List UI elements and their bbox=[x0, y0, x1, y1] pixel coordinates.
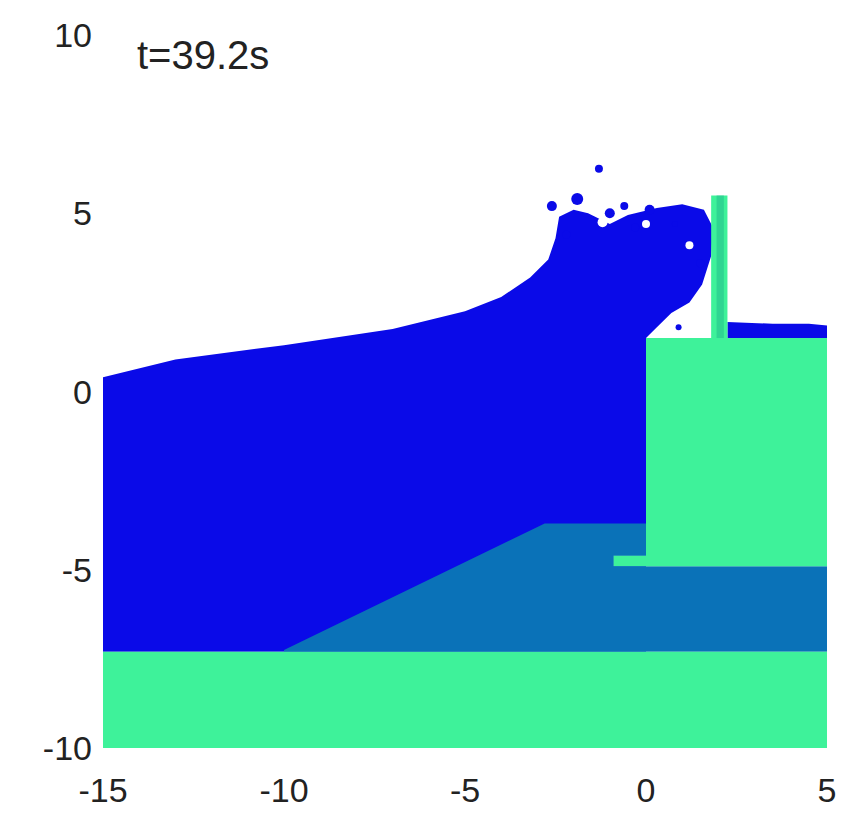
y-tick-label: -10 bbox=[43, 731, 92, 765]
spray-droplet bbox=[631, 224, 639, 232]
parapet-wall bbox=[711, 195, 727, 338]
x-tick-label: -10 bbox=[259, 773, 308, 807]
spray-droplet bbox=[571, 193, 583, 205]
spray-droplet bbox=[562, 231, 570, 239]
spray-droplet bbox=[672, 221, 678, 227]
seabed-ground bbox=[103, 652, 827, 748]
spray-droplet bbox=[620, 202, 628, 210]
time-stamp: t=39.2s bbox=[137, 35, 269, 75]
y-tick-label: 0 bbox=[73, 375, 92, 409]
spray-gap bbox=[642, 220, 650, 228]
y-tick-label: 5 bbox=[73, 196, 92, 230]
spray-gap bbox=[685, 241, 693, 249]
spray-droplet bbox=[645, 205, 655, 215]
y-tick-label: 10 bbox=[54, 18, 92, 52]
overtopped-water bbox=[727, 322, 827, 338]
caisson-block bbox=[613, 338, 827, 566]
spray-gap bbox=[598, 217, 608, 227]
y-tick-label: -5 bbox=[62, 553, 92, 587]
spray-droplet bbox=[676, 324, 682, 330]
spray-droplet bbox=[547, 201, 557, 211]
spray-droplet bbox=[595, 165, 603, 173]
x-tick-label: 5 bbox=[818, 773, 837, 807]
spray-droplet bbox=[605, 208, 615, 218]
wall-shade bbox=[717, 195, 724, 338]
spray-droplet bbox=[696, 259, 704, 267]
x-tick-label: 0 bbox=[637, 773, 656, 807]
x-tick-label: -15 bbox=[78, 773, 127, 807]
x-tick-label: -5 bbox=[450, 773, 480, 807]
